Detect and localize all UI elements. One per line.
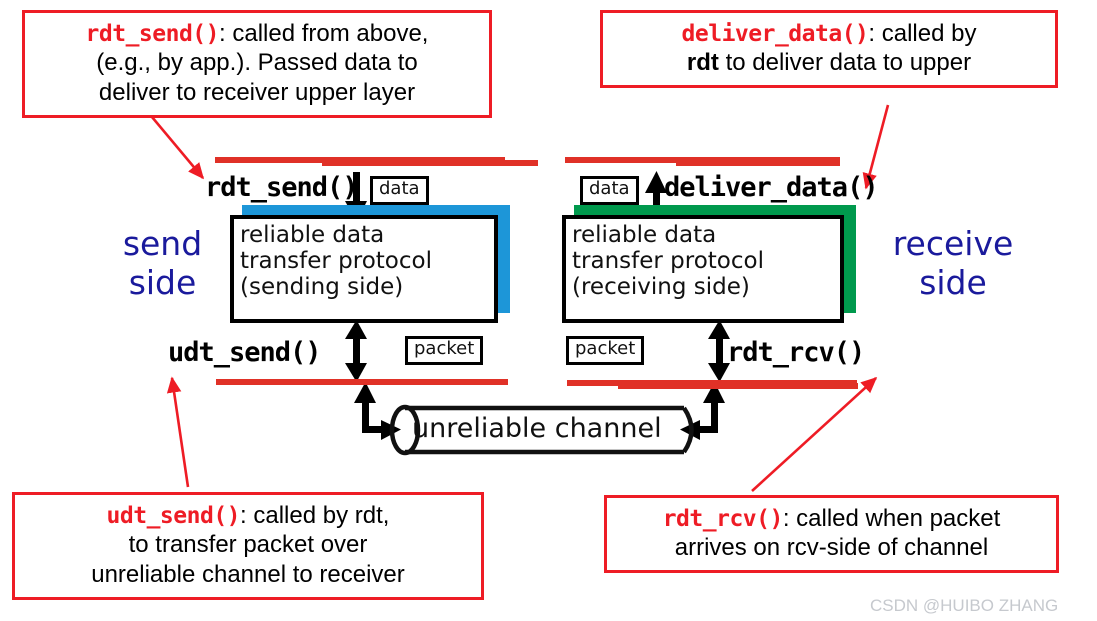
layer-line-bottom-left	[216, 379, 508, 385]
unit-box-packet-right: packet	[566, 336, 645, 365]
protocol-sender-line1: reliable data	[240, 222, 385, 248]
protocol-sender-line3: (sending side)	[240, 273, 404, 300]
callout-rdt-send-line1: rdt_send(): called from above,	[33, 19, 481, 48]
connector-rdt-send	[151, 116, 205, 180]
label-deliver-data: deliver_data()	[664, 172, 879, 203]
connector-rdt-rcv	[751, 376, 878, 492]
protocol-box-sender: reliable data transfer protocol (sending…	[230, 215, 498, 323]
callout-udt-send-line2: to transfer packet over	[128, 531, 368, 559]
callout-deliver-data-line2: rdt to deliver data to upper	[611, 48, 1047, 77]
callout-deliver-data-rdt: rdt	[686, 49, 719, 77]
callout-rdt-rcv-line1-rest: : called when packet	[782, 505, 1001, 532]
callout-deliver-data: deliver_data(): called by rdt to deliver…	[600, 10, 1058, 88]
watermark: CSDN @HUIBO ZHANG	[870, 596, 1059, 615]
label-send-side-line1: send	[122, 224, 203, 263]
protocol-receiver-line1: reliable data	[572, 222, 717, 248]
callout-rdt-send-line1-rest: : called from above,	[219, 20, 429, 47]
protocol-receiver-line3: (receiving side)	[572, 273, 750, 300]
fn-name-rdt-rcv: rdt_rcv()	[662, 506, 784, 532]
callout-rdt-send: rdt_send(): called from above, (e.g., by…	[22, 10, 492, 118]
callout-deliver-data-line1: deliver_data(): called by	[611, 19, 1047, 48]
connector-deliver-data	[862, 104, 890, 190]
label-rdt-send: rdt_send()	[205, 172, 359, 203]
callout-udt-send: udt_send(): called by rdt, to transfer p…	[12, 492, 484, 600]
callout-udt-send-line3: unreliable channel to receiver	[91, 560, 405, 588]
unit-box-data-left: data	[370, 176, 429, 205]
callout-rdt-rcv: rdt_rcv(): called when packet arrives on…	[604, 495, 1059, 573]
protocol-receiver-line2: transfer protocol	[572, 247, 764, 274]
label-receive-side-line1: receive	[892, 224, 1014, 263]
unit-box-packet-left: packet	[405, 336, 484, 365]
callout-deliver-data-line2-rest: to deliver data to upper	[718, 49, 972, 77]
unreliable-channel-label: unreliable channel	[412, 413, 662, 444]
unreliable-channel-shape	[389, 404, 694, 456]
protocol-box-receiver: reliable data transfer protocol (receivi…	[562, 215, 844, 323]
label-receive-side-line2: side	[919, 262, 987, 302]
arrow-rdt-rcv-bidir	[708, 320, 730, 382]
callout-udt-send-line1-rest: : called by rdt,	[240, 502, 390, 529]
fn-name-deliver-data: deliver_data()	[681, 21, 869, 47]
arrow-udt-send-bidir	[345, 320, 367, 382]
fn-name-udt-send: udt_send()	[106, 503, 241, 529]
callout-rdt-send-line2: (e.g., by app.). Passed data to	[96, 49, 418, 77]
callout-deliver-data-line1-rest: : called by	[868, 20, 977, 47]
fn-name-rdt-send: rdt_send()	[85, 21, 220, 47]
layer-line-bottom-right-b	[618, 383, 858, 389]
callout-rdt-send-line3: deliver to receiver upper layer	[98, 78, 416, 106]
arrow-deliver-data-up	[645, 171, 667, 222]
label-receive-side: receive side	[868, 224, 1038, 303]
callout-rdt-rcv-line2: arrives on rcv-side of channel	[674, 534, 989, 562]
connector-udt-send	[166, 376, 190, 488]
layer-line-top-left-b	[322, 160, 538, 166]
callout-rdt-rcv-line1: rdt_rcv(): called when packet	[615, 504, 1048, 533]
layer-line-top-right-b	[676, 160, 840, 166]
label-send-side-line2: side	[128, 262, 197, 302]
label-udt-send: udt_send()	[168, 337, 322, 368]
callout-udt-send-line1: udt_send(): called by rdt,	[23, 501, 473, 530]
unit-box-data-right: data	[580, 176, 639, 205]
protocol-sender-line2: transfer protocol	[240, 247, 432, 274]
label-rdt-rcv: rdt_rcv()	[727, 337, 865, 368]
label-send-side: send side	[100, 224, 225, 303]
